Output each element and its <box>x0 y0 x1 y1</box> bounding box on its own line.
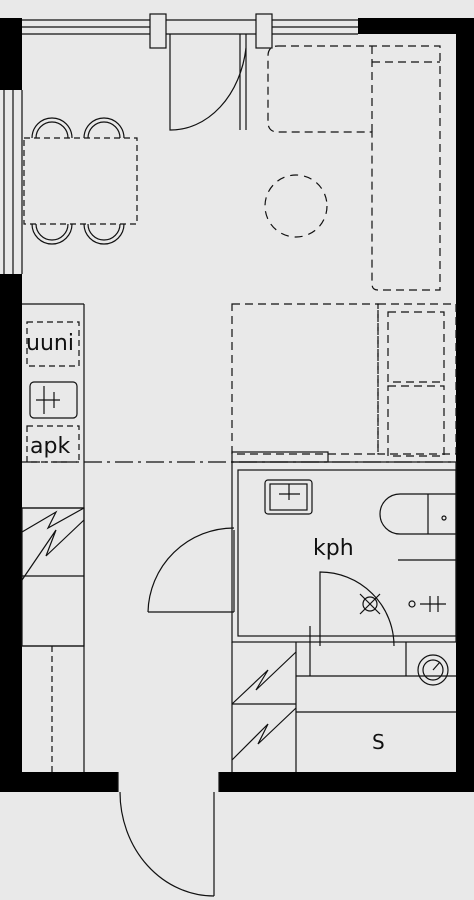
storage-cabinets <box>231 651 297 761</box>
bathroom-walls <box>231 451 457 772</box>
wall-right <box>456 18 474 792</box>
dishwasher-box <box>26 425 80 463</box>
sauna-label: S <box>372 730 385 754</box>
wall-left <box>0 274 22 792</box>
floor-area <box>22 34 456 772</box>
oven-box <box>26 321 80 367</box>
top-window <box>22 13 358 49</box>
kitchen-sink <box>29 381 78 419</box>
fridge <box>21 507 85 647</box>
bed-area <box>231 303 457 457</box>
top-door <box>169 34 247 131</box>
entry-door <box>117 772 220 897</box>
dishwasher-label: apk <box>30 434 70 459</box>
bathroom-sink <box>264 479 313 515</box>
bathroom-label: kph <box>313 536 354 561</box>
exterior-walls <box>0 18 474 792</box>
coffee-table <box>264 174 328 238</box>
wall-bottom-left <box>0 772 118 792</box>
floor-drain <box>417 654 449 686</box>
oven-label: uuni <box>26 331 74 356</box>
sofa <box>267 45 441 291</box>
dining-table <box>23 117 138 245</box>
wall-top-right <box>358 18 474 34</box>
wall-top-left <box>0 18 22 90</box>
toilet <box>379 493 456 561</box>
shower <box>319 571 446 647</box>
wall-bottom-right <box>219 772 474 792</box>
left-window <box>3 90 23 274</box>
bathroom-door <box>147 527 235 613</box>
